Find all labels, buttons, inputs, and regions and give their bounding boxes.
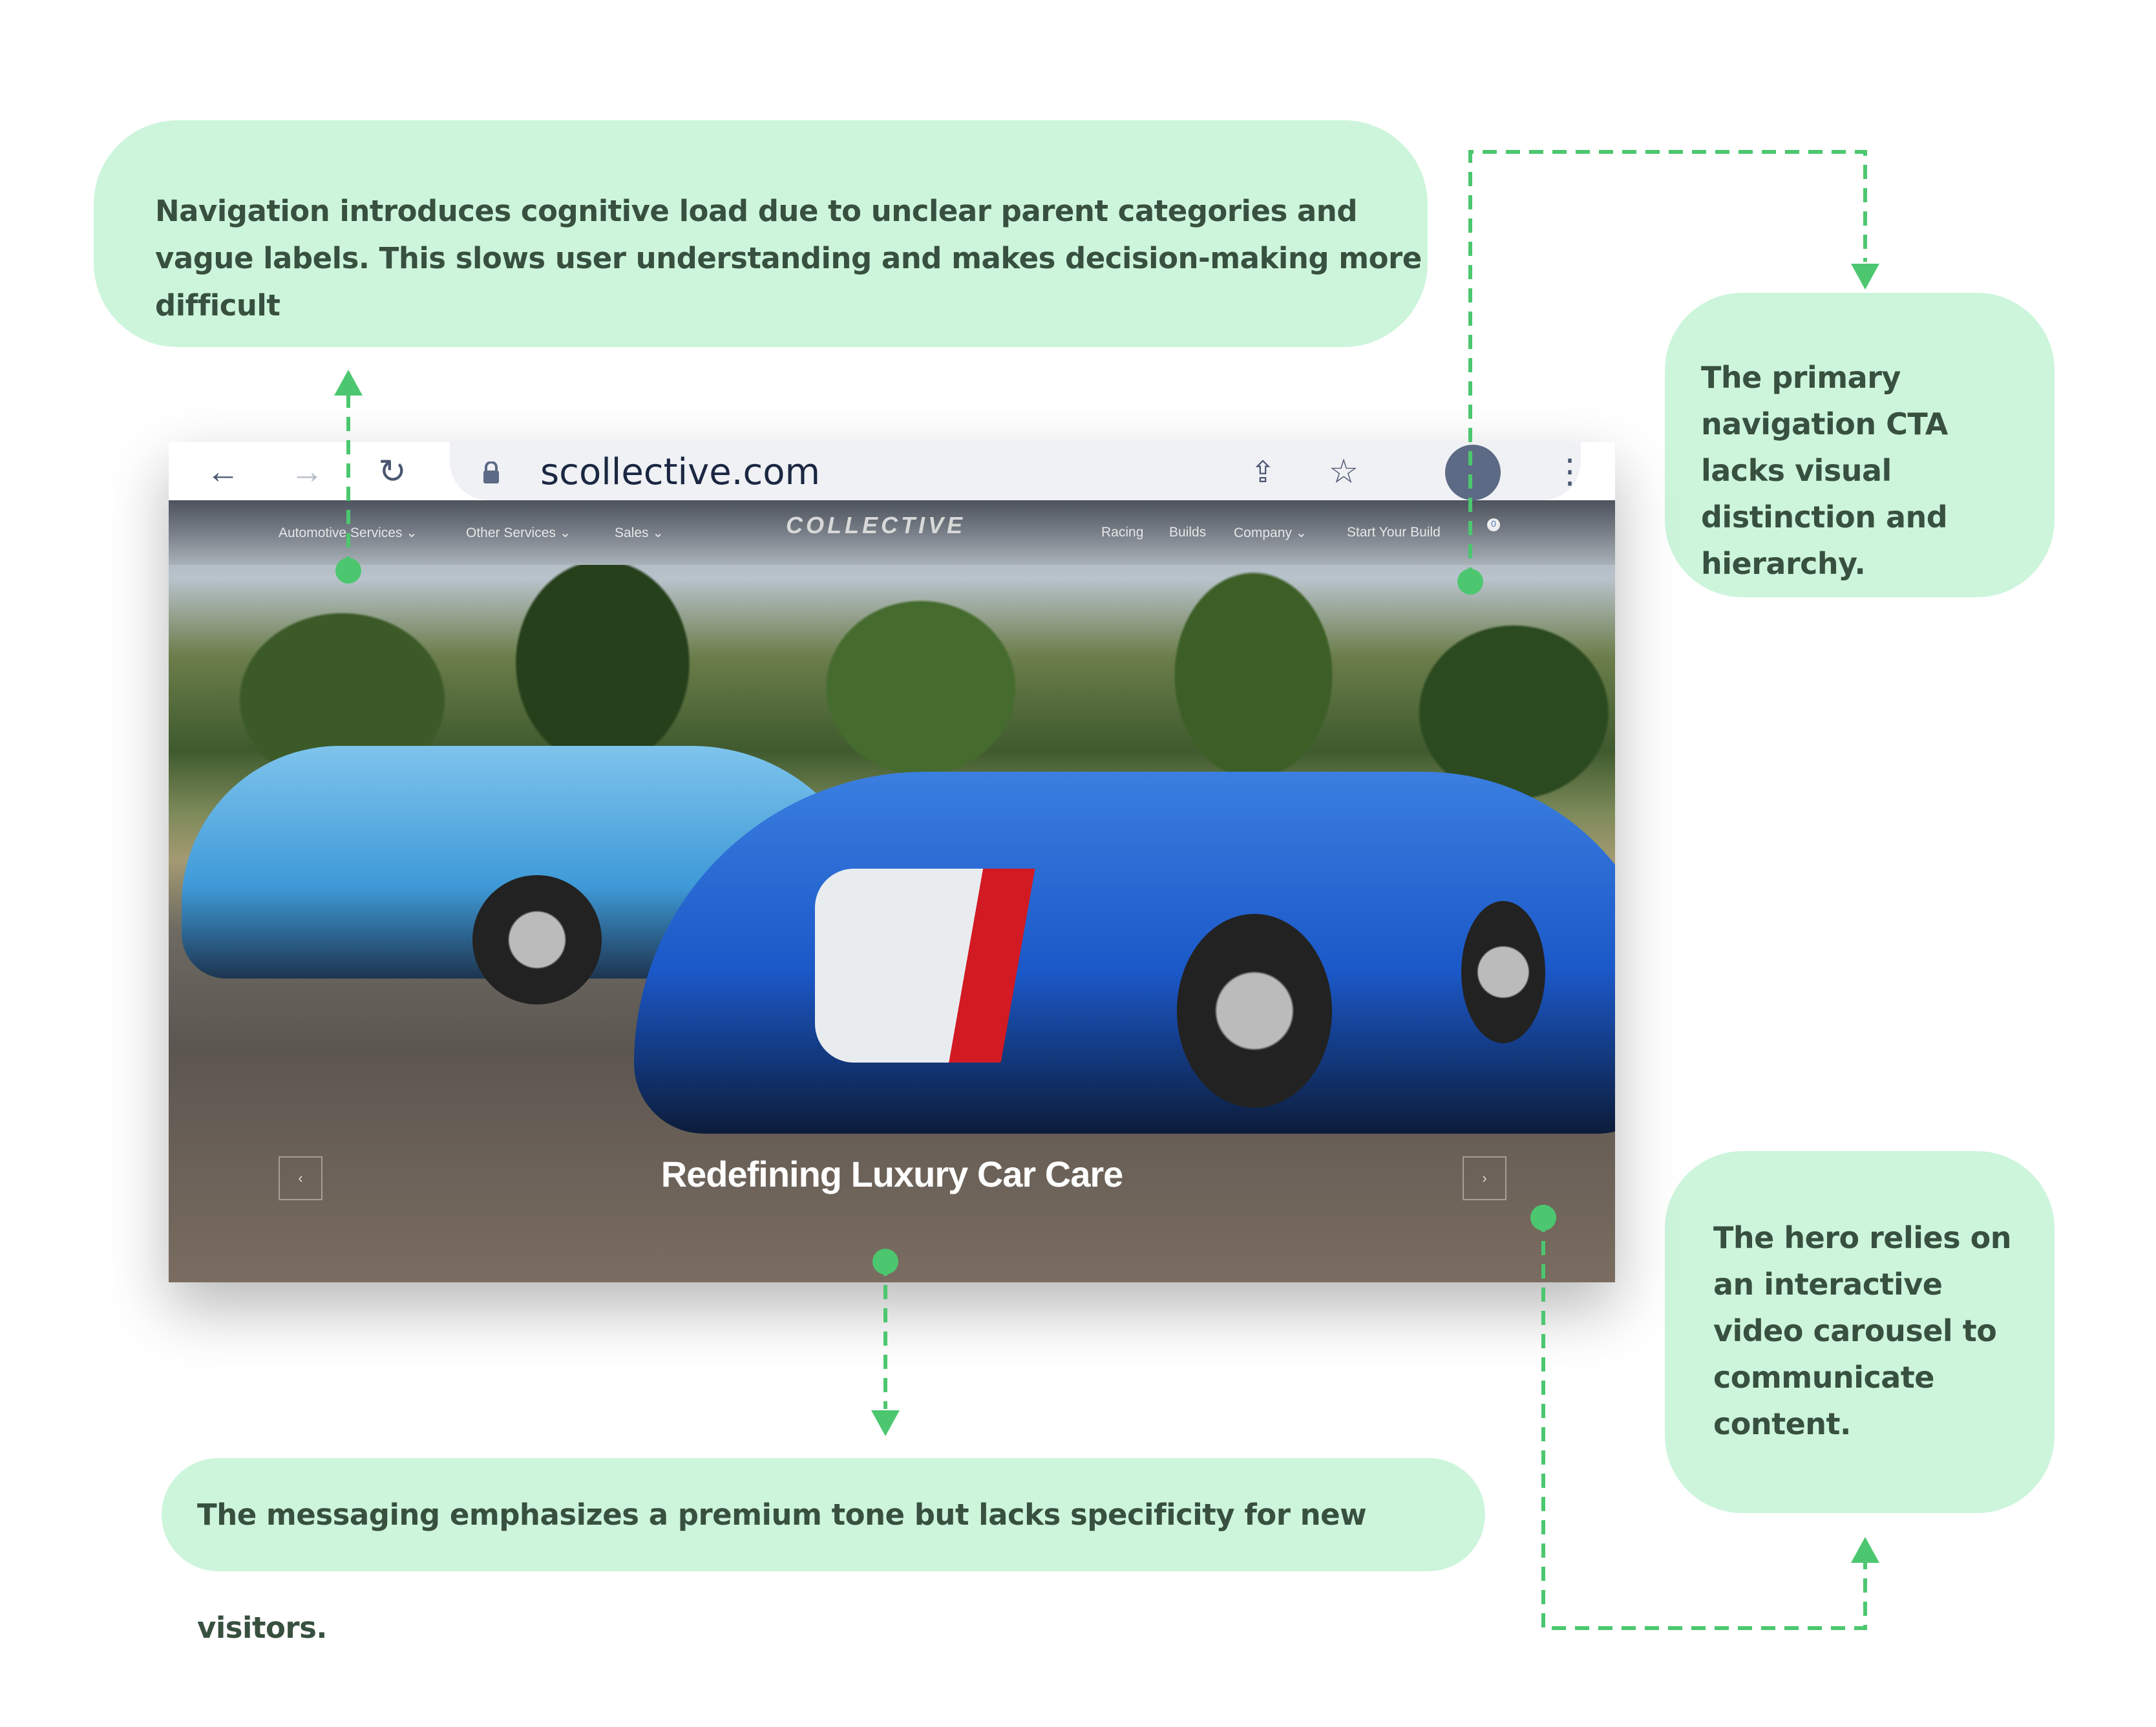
more-vert-icon[interactable]: ⋮ bbox=[1553, 453, 1587, 491]
url-text[interactable]: scollective.com bbox=[540, 451, 821, 493]
arrow-down-icon bbox=[871, 1410, 900, 1436]
arrow-down-icon bbox=[1851, 264, 1879, 290]
nav-sales[interactable]: Sales ⌄ bbox=[615, 525, 664, 540]
wheel bbox=[1461, 901, 1545, 1043]
carousel-next-button[interactable]: › bbox=[1463, 1156, 1506, 1200]
hero-title: Redefining Luxury Car Care bbox=[661, 1154, 1124, 1194]
arrow-up-icon bbox=[334, 370, 363, 396]
callout-navigation: Navigation introduces cognitive load due… bbox=[94, 120, 1428, 347]
hero-carousel[interactable]: Automotive Services ⌄ Other Services ⌄ S… bbox=[169, 500, 1615, 1282]
star-icon[interactable]: ☆ bbox=[1328, 453, 1359, 491]
wheel bbox=[1177, 914, 1332, 1108]
site-nav: Automotive Services ⌄ Other Services ⌄ S… bbox=[169, 500, 1615, 565]
reload-icon[interactable]: ↻ bbox=[378, 453, 407, 491]
profile-icon[interactable] bbox=[1445, 445, 1501, 500]
browser-toolbar: ← → ↻ scollective.com ⇪ ☆ ⋮ bbox=[169, 442, 1615, 500]
browser-window: ← → ↻ scollective.com ⇪ ☆ ⋮ Automotive S… bbox=[169, 442, 1615, 1282]
nav-automotive-services[interactable]: Automotive Services ⌄ bbox=[279, 525, 417, 540]
callout-cta: The primary navigation CTA lacks visual … bbox=[1665, 293, 2055, 597]
lock-icon bbox=[483, 461, 499, 483]
callout-carousel: The hero relies on an interactive video … bbox=[1665, 1151, 2055, 1513]
car-race-blue bbox=[634, 772, 1615, 1134]
nav-other-services[interactable]: Other Services ⌄ bbox=[466, 525, 571, 540]
site-logo[interactable]: COLLECTIVE bbox=[786, 512, 966, 538]
nav-racing[interactable]: Racing bbox=[1101, 525, 1144, 540]
nav-builds[interactable]: Builds bbox=[1169, 525, 1207, 540]
nav-company[interactable]: Company ⌄ bbox=[1234, 525, 1307, 540]
wheel bbox=[472, 875, 602, 1004]
arrow-up-icon bbox=[1851, 1537, 1879, 1563]
car-stripe bbox=[815, 869, 1086, 1063]
share-icon[interactable]: ⇪ bbox=[1250, 455, 1276, 489]
forward-arrow-icon[interactable]: → bbox=[290, 453, 324, 491]
callout-messaging: The messaging emphasizes a premium tone … bbox=[162, 1458, 1485, 1645]
nav-start-your-build[interactable]: Start Your Build bbox=[1347, 525, 1441, 540]
carousel-prev-button[interactable]: ‹ bbox=[279, 1156, 322, 1200]
back-arrow-icon[interactable]: ← bbox=[206, 453, 240, 491]
address-bar[interactable]: scollective.com ⇪ ☆ bbox=[450, 442, 1581, 500]
cart-badge[interactable]: 0 bbox=[1487, 518, 1500, 531]
